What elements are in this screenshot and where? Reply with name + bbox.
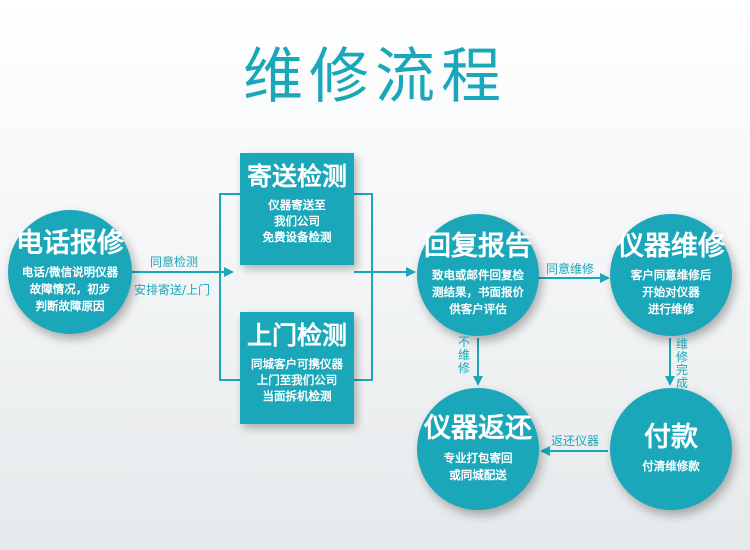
node-pay-title: 付款 [644,421,698,453]
node-mail-check-desc: 仪器寄送至 我们公司 免费设备检测 [262,197,332,244]
label-return-device: 返还仪器 [551,434,600,448]
right-bracket [354,193,373,381]
page-title: 维修流程 [243,42,507,112]
node-mail-check-title: 寄送检测 [246,162,347,191]
node-pay: 付款 付清维修款 [610,388,732,510]
node-report-desc: 电话/微信说明仪器 故障情况，初步 判断故障原因 [21,265,119,314]
node-onsite-check: 上门检测 同城客户可携仪器 上门至我们公司 当面拆机检测 [240,312,354,424]
label-no-repair: 不维修 [457,335,470,375]
node-reply: 回复报告 致电或邮件回复检 测结果，书面报价 供客户评估 [417,214,539,336]
node-report-title: 电话报修 [16,227,124,259]
node-report: 电话报修 电话/微信说明仪器 故障情况，初步 判断故障原因 [8,210,132,334]
label-agree-repair: 同意维修 [546,262,595,276]
node-pay-desc: 付清维修款 [642,459,700,474]
label-mail-or-onsite: 安排寄送/上门 [134,283,211,297]
node-reply-title: 回复报告 [424,230,532,262]
left-bracket [219,193,240,381]
label-repair-done: 维修完成 [675,337,688,390]
node-mail-check: 寄送检测 仪器寄送至 我们公司 免费设备检测 [240,153,354,265]
node-repair-desc: 客户同意维修后 开始对仪器 进行维修 [630,268,712,317]
node-return-title: 仪器返还 [424,413,532,445]
label-agree-check: 同意检测 [150,255,199,269]
node-onsite-check-desc: 同城客户可携仪器 上门至我们公司 当面拆机检测 [251,356,343,403]
node-onsite-check-title: 上门检测 [246,321,347,350]
node-return: 仪器返还 专业打包寄回 或同城配送 [417,388,539,510]
node-repair-title: 仪器维修 [617,230,725,262]
node-reply-desc: 致电或邮件回复检 测结果，书面报价 供客户评估 [432,268,524,317]
node-return-desc: 专业打包寄回 或同城配送 [443,450,513,482]
node-repair: 仪器维修 客户同意维修后 开始对仪器 进行维修 [610,214,732,336]
